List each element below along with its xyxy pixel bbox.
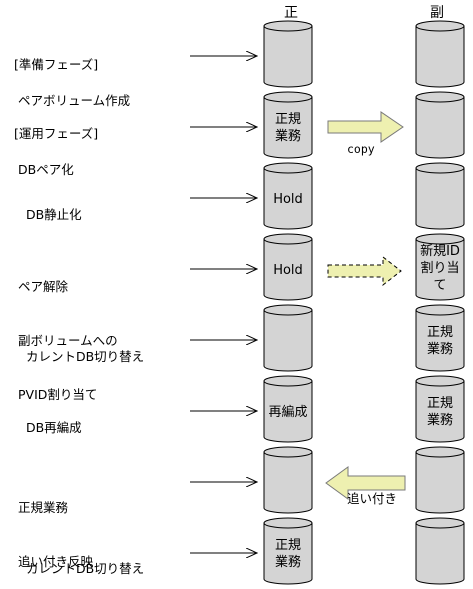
primary-volume-2 — [263, 91, 313, 159]
step-7-line-2: 追い付き反映 — [18, 554, 94, 569]
primary-volume-2-label: 正規業務 — [274, 112, 301, 144]
secondary-volume-2 — [415, 91, 465, 159]
secondary-volume-5-label: 正規業務 — [426, 325, 453, 357]
step-1-line-1: [準備フェーズ] — [13, 57, 99, 72]
header-secondary: 副 — [430, 5, 444, 21]
secondary-volume-6 — [415, 375, 465, 443]
step-2-label: [運用フェーズ] DBペア化 — [6, 107, 98, 197]
step-1-label: [準備フェーズ] ペアボリューム作成 — [6, 38, 130, 128]
step-1-line-2: ペアボリューム作成 — [18, 93, 131, 108]
primary-volume-7 — [263, 446, 313, 514]
catchup-arrow — [325, 466, 406, 500]
step-2-line-2: DBペア化 — [18, 162, 74, 177]
step-4-line-3: PVID割り当て — [18, 387, 98, 402]
secondary-volume-8 — [415, 517, 465, 585]
primary-volume-3-label: Hold — [273, 191, 303, 207]
secondary-volume-1 — [415, 20, 465, 88]
step-4-label: ペア解除 副ボリュームへの PVID割り当て — [18, 242, 118, 422]
primary-volume-8-label: 正規業務 — [274, 538, 301, 570]
step-2-line-1: [運用フェーズ] — [13, 126, 99, 141]
step-7-line-1: 正規業務 — [18, 500, 69, 515]
catchup-label: 追い付き — [347, 491, 398, 506]
secondary-volume-5 — [415, 304, 465, 372]
primary-volume-5 — [263, 304, 313, 372]
primary-volume-4 — [263, 233, 313, 301]
primary-volume-6-label: 再編成 — [268, 404, 308, 420]
dashed-copy-arrow — [327, 255, 402, 287]
step-8-line-1: カレントDB切り替え — [25, 561, 145, 576]
secondary-volume-7 — [415, 446, 465, 514]
secondary-volume-6-label: 正規業務 — [426, 396, 453, 428]
step-6-line-1: DB再編成 — [25, 420, 82, 435]
step-5-line-1: カレントDB切り替え — [25, 349, 145, 364]
primary-volume-4-label: Hold — [273, 262, 303, 278]
secondary-volume-3 — [415, 162, 465, 230]
step-6-label: DB再編成 — [18, 401, 82, 437]
step-8-label: カレントDB切り替え — [18, 542, 144, 578]
step-5-label: カレントDB切り替え — [18, 330, 144, 366]
step-3-line-1: DB静止化 — [25, 207, 82, 222]
primary-volume-8 — [263, 517, 313, 585]
copy-arrow — [327, 111, 404, 143]
step-3-label: DB静止化 — [18, 188, 82, 224]
step-4-line-1: ペア解除 — [18, 279, 69, 294]
copy-label: copy — [347, 142, 375, 156]
secondary-volume-4 — [415, 233, 465, 301]
header-primary: 正 — [284, 5, 298, 21]
primary-volume-3 — [263, 162, 313, 230]
step-7-label: 正規業務 追い付き反映 — [18, 463, 93, 589]
step-4-line-2: 副ボリュームへの — [18, 333, 118, 348]
primary-volume-1 — [263, 20, 313, 88]
primary-volume-6 — [263, 375, 313, 443]
